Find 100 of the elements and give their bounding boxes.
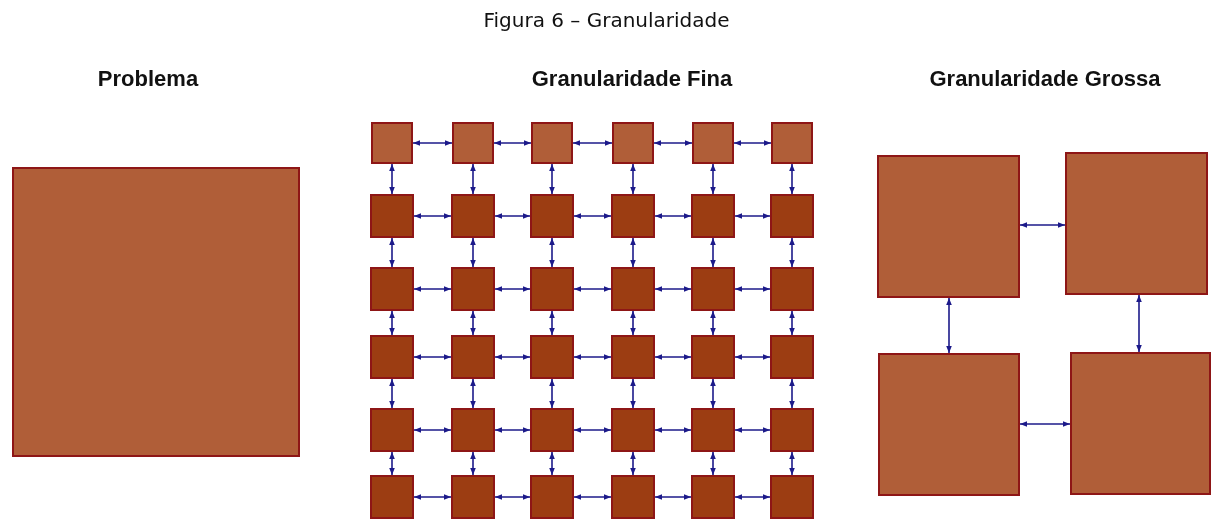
- double-arrow: [654, 427, 692, 433]
- double-arrow: [654, 494, 692, 500]
- double-arrow: [630, 163, 636, 195]
- square-block: [530, 335, 574, 379]
- square-block: [370, 267, 414, 311]
- double-arrow: [413, 213, 452, 219]
- square-block: [451, 194, 495, 238]
- figure-title: Figura 6 – Granularidade: [482, 8, 731, 32]
- double-arrow: [549, 310, 555, 336]
- double-arrow: [789, 237, 795, 268]
- square-block: [611, 475, 655, 519]
- square-block: [771, 122, 813, 164]
- square-block: [451, 335, 495, 379]
- square-block: [611, 335, 655, 379]
- double-arrow: [470, 378, 476, 409]
- square-block: [370, 475, 414, 519]
- double-arrow: [630, 310, 636, 336]
- double-arrow: [734, 354, 771, 360]
- double-arrow: [734, 427, 771, 433]
- square-block: [1065, 152, 1208, 295]
- square-block: [452, 122, 494, 164]
- double-arrow: [789, 163, 795, 195]
- double-arrow: [630, 237, 636, 268]
- double-arrow: [389, 378, 395, 409]
- double-arrow: [494, 427, 531, 433]
- double-arrow: [1019, 421, 1071, 427]
- double-arrow: [654, 213, 692, 219]
- double-arrow: [789, 451, 795, 476]
- double-arrow: [734, 213, 771, 219]
- double-arrow: [573, 286, 612, 292]
- double-arrow: [710, 163, 716, 195]
- square-block: [530, 475, 574, 519]
- panel-heading: Granularidade Grossa: [929, 66, 1161, 92]
- double-arrow: [573, 494, 612, 500]
- double-arrow: [573, 213, 612, 219]
- square-block: [691, 475, 735, 519]
- double-arrow: [573, 354, 612, 360]
- double-arrow: [389, 451, 395, 476]
- double-arrow: [789, 310, 795, 336]
- square-block: [770, 408, 814, 452]
- double-arrow: [470, 163, 476, 195]
- square-block: [12, 167, 300, 457]
- double-arrow: [470, 451, 476, 476]
- double-arrow: [654, 286, 692, 292]
- double-arrow: [710, 237, 716, 268]
- square-block: [691, 194, 735, 238]
- square-block: [451, 475, 495, 519]
- double-arrow: [573, 427, 612, 433]
- square-block: [530, 194, 574, 238]
- square-block: [530, 267, 574, 311]
- square-block: [611, 408, 655, 452]
- panel-heading: Granularidade Fina: [531, 66, 733, 92]
- square-block: [611, 194, 655, 238]
- square-block: [691, 408, 735, 452]
- double-arrow: [413, 286, 452, 292]
- double-arrow: [654, 354, 692, 360]
- double-arrow: [494, 494, 531, 500]
- double-arrow: [389, 310, 395, 336]
- double-arrow: [470, 237, 476, 268]
- square-block: [770, 194, 814, 238]
- double-arrow: [734, 286, 771, 292]
- double-arrow: [630, 378, 636, 409]
- double-arrow: [1019, 222, 1066, 228]
- double-arrow: [710, 451, 716, 476]
- double-arrow: [734, 494, 771, 500]
- double-arrow: [1136, 294, 1142, 353]
- double-arrow: [549, 163, 555, 195]
- square-block: [612, 122, 654, 164]
- square-block: [1070, 352, 1211, 495]
- square-block: [371, 122, 413, 164]
- double-arrow: [733, 140, 772, 146]
- double-arrow: [494, 354, 531, 360]
- double-arrow: [494, 213, 531, 219]
- square-block: [770, 267, 814, 311]
- double-arrow: [710, 378, 716, 409]
- double-arrow: [549, 451, 555, 476]
- double-arrow: [630, 451, 636, 476]
- square-block: [691, 267, 735, 311]
- double-arrow: [493, 140, 532, 146]
- double-arrow: [494, 286, 531, 292]
- double-arrow: [946, 297, 952, 354]
- double-arrow: [389, 237, 395, 268]
- double-arrow: [653, 140, 693, 146]
- square-block: [370, 408, 414, 452]
- square-block: [878, 353, 1020, 496]
- square-block: [770, 475, 814, 519]
- double-arrow: [389, 163, 395, 195]
- square-block: [770, 335, 814, 379]
- square-block: [370, 194, 414, 238]
- square-block: [530, 408, 574, 452]
- square-block: [877, 155, 1020, 298]
- square-block: [531, 122, 573, 164]
- double-arrow: [549, 378, 555, 409]
- double-arrow: [470, 310, 476, 336]
- square-block: [451, 408, 495, 452]
- square-block: [370, 335, 414, 379]
- square-block: [451, 267, 495, 311]
- double-arrow: [412, 140, 453, 146]
- double-arrow: [413, 494, 452, 500]
- double-arrow: [789, 378, 795, 409]
